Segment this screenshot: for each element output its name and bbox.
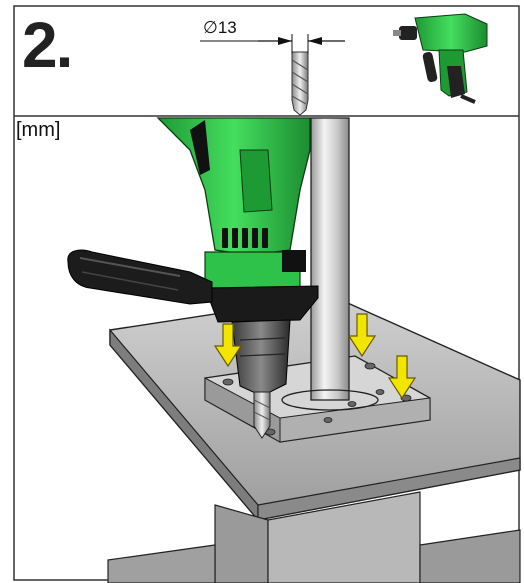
- unit-label: [mm]: [16, 119, 61, 141]
- drill-icon: [393, 13, 488, 104]
- diameter-label: ∅13: [203, 18, 237, 38]
- arrow-down-2: [347, 313, 377, 358]
- arrow-down-3: [387, 355, 417, 400]
- arrow-down-1: [213, 323, 243, 368]
- diameter-value: 13: [217, 18, 237, 37]
- direction-arrows: [213, 313, 417, 400]
- drill-bit-illustration: [291, 51, 309, 116]
- step-number: 2.: [22, 9, 73, 81]
- vertical-pipe: [281, 117, 379, 411]
- diameter-dimension: [200, 34, 345, 54]
- power-drill: [67, 117, 319, 439]
- diameter-symbol: ∅: [203, 18, 218, 37]
